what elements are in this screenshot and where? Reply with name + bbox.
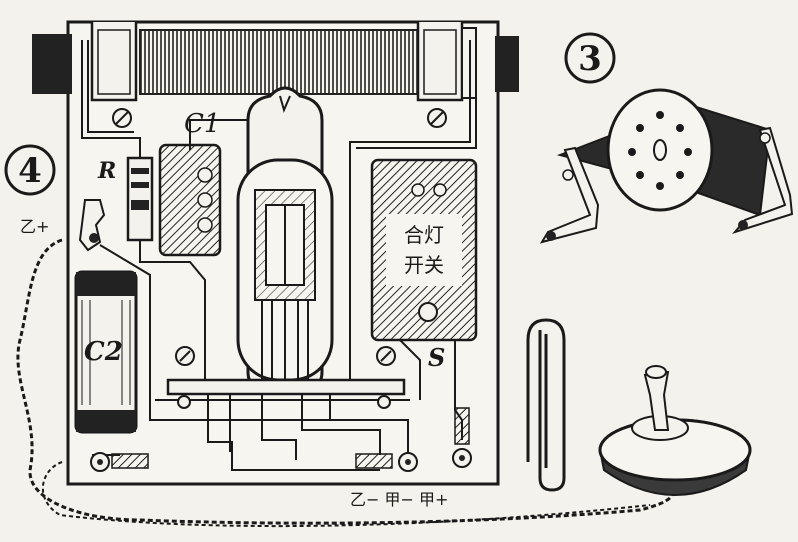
label-terminal-b-plus: 乙+ bbox=[20, 217, 49, 236]
earpiece-fig3 bbox=[539, 88, 794, 244]
label-s: S bbox=[428, 343, 445, 372]
figure-number-3: 3 bbox=[564, 32, 616, 84]
tube-socket bbox=[166, 346, 406, 409]
terminal-b-plus bbox=[78, 199, 106, 252]
label-c1: C1 bbox=[184, 109, 220, 139]
figure-number-4-text: 4 bbox=[18, 151, 42, 191]
ferrite-coil bbox=[32, 22, 519, 128]
switch-text-line1: 合灯 bbox=[404, 223, 444, 247]
switch-box bbox=[370, 158, 478, 342]
tuning-knob bbox=[598, 365, 752, 496]
vacuum-tube bbox=[236, 86, 334, 390]
label-c2: C2 bbox=[84, 337, 123, 367]
label-bottom-terminals: 乙− 甲− 甲+ bbox=[350, 490, 448, 509]
label-r: R bbox=[97, 158, 116, 184]
paper-clip bbox=[526, 318, 566, 492]
figure-number-4: 4 bbox=[4, 144, 56, 196]
capacitor-c2 bbox=[74, 270, 138, 434]
figure-number-3-text: 3 bbox=[578, 39, 602, 79]
capacitor-c1 bbox=[158, 143, 222, 257]
switch-text-line2: 开关 bbox=[404, 253, 444, 277]
bottom-terminal-strip bbox=[90, 407, 472, 472]
resistor-r bbox=[126, 150, 154, 245]
